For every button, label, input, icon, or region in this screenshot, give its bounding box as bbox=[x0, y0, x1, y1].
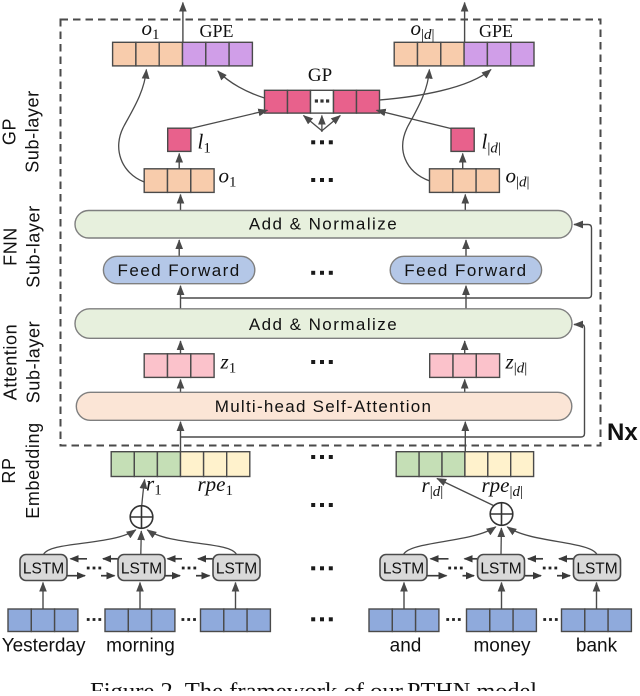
svg-text:Feed Forward: Feed Forward bbox=[404, 261, 527, 280]
svg-text:Attention: Attention bbox=[1, 324, 21, 400]
svg-text:RP: RP bbox=[0, 457, 19, 483]
svg-text:LSTM: LSTM bbox=[576, 561, 617, 578]
svg-text:LSTM: LSTM bbox=[216, 561, 257, 578]
svg-text:LSTM: LSTM bbox=[480, 561, 521, 578]
svg-text:Add & Normalize: Add & Normalize bbox=[249, 315, 398, 334]
svg-text:LSTM: LSTM bbox=[383, 561, 424, 578]
svg-text:GP: GP bbox=[0, 118, 20, 145]
svg-text:Nx: Nx bbox=[607, 419, 638, 446]
svg-text:GPE: GPE bbox=[479, 21, 513, 41]
svg-text:Sub-layer: Sub-layer bbox=[24, 321, 44, 403]
svg-text:GP: GP bbox=[308, 65, 332, 86]
svg-text:FNN: FNN bbox=[1, 227, 21, 266]
svg-text:Add & Normalize: Add & Normalize bbox=[249, 215, 398, 234]
svg-text:PTHN model: PTHN model bbox=[407, 679, 537, 692]
svg-text:Embedding: Embedding bbox=[23, 422, 43, 518]
svg-text:Yesterday: Yesterday bbox=[2, 636, 86, 657]
svg-text:and: and bbox=[390, 636, 422, 657]
svg-text:Figure 2. The framework of our: Figure 2. The framework of our bbox=[90, 679, 403, 692]
svg-text:Sub-layer: Sub-layer bbox=[24, 205, 44, 287]
svg-text:money: money bbox=[473, 636, 531, 657]
svg-text:Sub-layer: Sub-layer bbox=[23, 90, 43, 172]
svg-text:Feed Forward: Feed Forward bbox=[117, 261, 240, 280]
svg-text:LSTM: LSTM bbox=[23, 561, 64, 578]
svg-text:LSTM: LSTM bbox=[121, 561, 162, 578]
svg-text:Multi-head Self-Attention: Multi-head Self-Attention bbox=[215, 397, 432, 416]
svg-text:GPE: GPE bbox=[199, 21, 233, 41]
svg-text:morning: morning bbox=[106, 636, 175, 657]
svg-text:bank: bank bbox=[576, 636, 618, 657]
